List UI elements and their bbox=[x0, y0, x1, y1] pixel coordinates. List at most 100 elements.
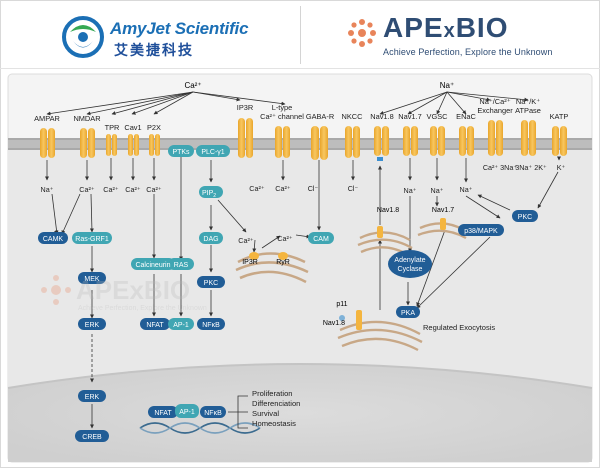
amyjet-logo-icon bbox=[62, 16, 104, 58]
pill-adenylate-cyclase bbox=[388, 250, 432, 278]
label-naca-1: Na⁺/Ca²⁺ bbox=[479, 97, 510, 106]
label-tpr: TPR bbox=[105, 123, 120, 132]
ryr-er-label: RyR bbox=[276, 259, 290, 266]
p2x-channel bbox=[149, 134, 160, 156]
pill-pip2 bbox=[199, 186, 223, 198]
text-pkc-right: PKC bbox=[518, 214, 532, 221]
channel-labels: AMPAR NMDAR TPR Cav1 P2X IP3R L-type Ca²… bbox=[34, 97, 568, 132]
ion-ca-2: Ca²⁺ bbox=[103, 185, 119, 194]
nav18-p11-channel bbox=[356, 310, 362, 330]
nav18-vesicle-channel bbox=[377, 226, 383, 238]
ca-entry-arrows bbox=[46, 91, 286, 116]
text-ap1-nuclear: AP-1 bbox=[179, 409, 195, 416]
pill-plc bbox=[196, 145, 230, 157]
label-vgsc: VGSC bbox=[427, 112, 449, 121]
text-p38: p38/MAPK bbox=[464, 228, 498, 235]
text-cam: CAM bbox=[313, 236, 329, 243]
outcome-list: Proliferation Differenciation Survival H… bbox=[252, 389, 300, 428]
label-nak-2: ATPase bbox=[515, 106, 541, 115]
label-katp: KATP bbox=[550, 112, 569, 121]
text-ac-1: Adenylate bbox=[394, 257, 425, 264]
text-pip2: PIP2 bbox=[202, 190, 216, 199]
ion-na-2: Na⁺ bbox=[431, 186, 444, 195]
text-ras: RAS bbox=[174, 262, 189, 269]
na-top-label: Na⁺ bbox=[440, 81, 454, 90]
label-cav1: Cav1 bbox=[124, 123, 141, 132]
label-naca-2: Exchanger bbox=[477, 106, 513, 115]
pill-nfat-nuclear bbox=[148, 406, 178, 418]
pill-erk2 bbox=[78, 390, 106, 402]
text-nfat: NFAT bbox=[146, 322, 164, 329]
ion-na-1: Na⁺ bbox=[41, 185, 54, 194]
nkcc-channel bbox=[345, 126, 360, 158]
ion-na-3: Na⁺ bbox=[460, 185, 473, 194]
text-pkc: PKC bbox=[204, 280, 218, 287]
endoplasmic-reticulum bbox=[235, 252, 309, 284]
ca-top-label: Ca²⁺ bbox=[184, 81, 201, 90]
label-ltype-1: L-type bbox=[272, 103, 293, 112]
pill-ras-grf1 bbox=[72, 232, 112, 244]
label-gabar: GABA-R bbox=[306, 112, 334, 121]
text-plc: PLC-γ1 bbox=[201, 149, 224, 156]
label-nak-1: Na⁺/K⁺ bbox=[516, 97, 540, 106]
pill-ap1 bbox=[168, 318, 194, 330]
text-nfkb-nuclear: NFκB bbox=[204, 410, 222, 417]
text-ras-grf1: Ras-GRF1 bbox=[75, 236, 109, 243]
label-enac: ENaC bbox=[456, 112, 476, 121]
teal-pills bbox=[72, 145, 334, 418]
p11-label: p11 bbox=[336, 301, 347, 308]
text-mek: MEK bbox=[84, 276, 100, 283]
ion-ca-8: Ca²⁺ bbox=[277, 234, 293, 243]
label-nav18: Nav1.8 bbox=[370, 112, 393, 121]
membrane-channels bbox=[40, 118, 567, 161]
outcome-proliferation: Proliferation bbox=[252, 389, 293, 398]
label-ltype-2: Ca²⁺ channel bbox=[260, 112, 304, 121]
nav18-int-label: Nav1.8 bbox=[377, 207, 399, 214]
pill-pkc bbox=[197, 276, 225, 288]
pill-dag bbox=[199, 232, 223, 244]
amyjet-logo: AmyJet Scientific 艾美捷科技 bbox=[60, 12, 260, 62]
pill-ptks bbox=[168, 145, 194, 157]
p11-protein bbox=[339, 315, 345, 321]
nuclear-envelope bbox=[7, 363, 593, 389]
apexbio-tagline: Achieve Perfection, Explore the Unknown bbox=[383, 47, 553, 57]
nav18-channel bbox=[374, 126, 389, 161]
pill-nfkb-nuclear bbox=[200, 406, 226, 418]
ip3r-er-channel bbox=[249, 252, 259, 260]
nmdar-channel bbox=[80, 128, 95, 158]
amyjet-name: AmyJet Scientific bbox=[110, 19, 249, 38]
apexbio-logo-icon bbox=[348, 19, 376, 47]
enac-channel bbox=[459, 126, 474, 156]
naca-exchanger-channel bbox=[488, 120, 503, 156]
amyjet-name-cn: 艾美捷科技 bbox=[114, 43, 194, 59]
apexbio-name-main: APE bbox=[383, 12, 444, 43]
header-rule bbox=[0, 68, 600, 69]
text-nfat-nuclear: NFAT bbox=[154, 410, 172, 417]
ion-ca-exchange: Ca²⁺ 3Na⁺ bbox=[483, 163, 518, 172]
text-creb: CREB bbox=[82, 434, 102, 441]
pill-p38 bbox=[458, 224, 504, 236]
pill-pkc-right bbox=[512, 210, 538, 222]
outcome-bracket bbox=[228, 395, 248, 429]
pill-nfat bbox=[140, 318, 170, 330]
text-ac-2: Cyclase bbox=[398, 266, 423, 273]
intracellular-arrows bbox=[45, 156, 561, 319]
ion-na-4: Na⁺ bbox=[404, 186, 417, 195]
ryr-er-channel bbox=[278, 252, 288, 260]
pill-nfkb bbox=[197, 318, 225, 330]
regulated-exocytosis-label: Regulated Exocytosis bbox=[423, 323, 495, 332]
ion-k: K⁺ bbox=[557, 163, 566, 172]
gabar-channel bbox=[311, 126, 328, 160]
ltype-channel bbox=[275, 126, 290, 158]
label-ip3r: IP3R bbox=[237, 103, 253, 112]
nav18-p11-label: Nav1.8 bbox=[323, 320, 345, 327]
pill-labels: CAMK Ras-GRF1 MEK ERK ERK CREB Calcineur… bbox=[43, 149, 532, 441]
ampar-channel bbox=[40, 128, 55, 158]
text-dag: DAG bbox=[203, 236, 218, 243]
pill-camk bbox=[38, 232, 68, 244]
outcome-differenciation: Differenciation bbox=[252, 399, 300, 408]
watermark-name: APExBIO bbox=[76, 275, 190, 305]
outcome-survival: Survival bbox=[252, 409, 279, 418]
nav17-vesicle-channel bbox=[440, 218, 446, 230]
nucleus bbox=[8, 364, 592, 462]
